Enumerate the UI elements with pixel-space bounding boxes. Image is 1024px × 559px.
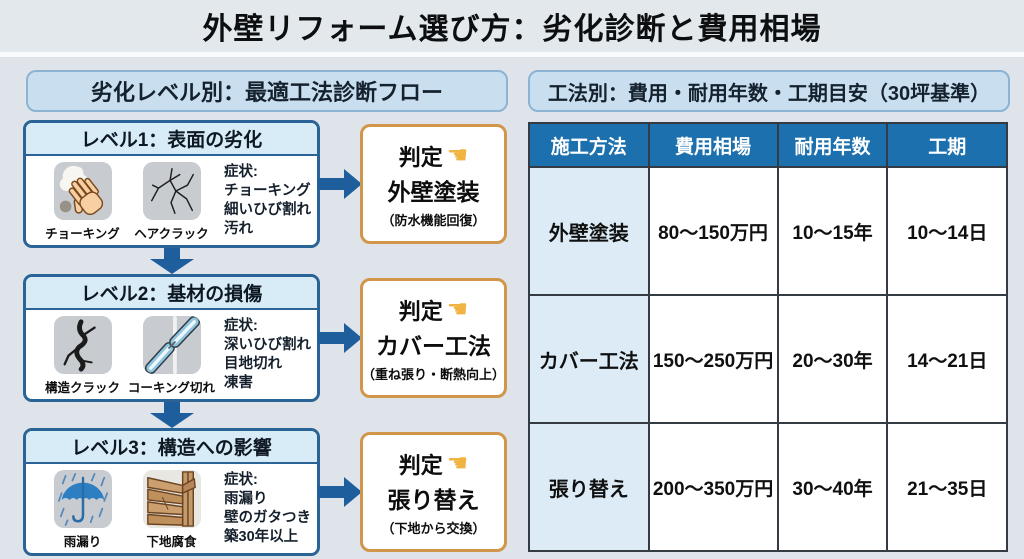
symptom-item: 汚れ [224, 221, 253, 238]
judgment-box-2: 判定 ☚ カバー工法 （重ね張り・断熱向上） [360, 278, 507, 398]
left-panel-header: 劣化レベル別：最適工法診断フロー [26, 70, 508, 112]
symptom-item: 深いひび割れ [224, 337, 311, 354]
pointing-hand-icon: ☚ [446, 449, 469, 477]
table-header-cell: 耐用年数 [776, 122, 889, 168]
symptom-item: 雨漏り [224, 491, 268, 508]
symptom-item: 壁のガタつき [224, 510, 311, 527]
judgment-note: （重ね張り・断熱向上） [362, 366, 506, 382]
icon-caption: チョーキング [45, 227, 120, 241]
methods-table: 施工方法 費用相場 耐用年数 工期 外壁塗装 80～150万円 10～15年 1… [528, 122, 1008, 552]
symptoms-list: 症状: 雨漏り 壁のガタつき 築30年以上 [224, 470, 311, 550]
icon-caption: 下地腐食 [146, 535, 197, 549]
judgment-note: （防水機能回復） [381, 212, 486, 228]
symptom-item: 細いひび割れ [224, 202, 311, 219]
level-title: レベル3：構造への影響 [26, 431, 317, 464]
symptom-item: 築30年以上 [224, 529, 299, 546]
down-arrow-icon [150, 402, 194, 428]
right-arrow-icon [318, 323, 362, 353]
table-row-label: 外壁塗装 [528, 166, 650, 296]
rain-leak-icon [53, 470, 112, 528]
symptoms-list: 症状: 深いひび割れ 目地切れ 凍害 [224, 316, 311, 396]
table-cell: 30～40年 [776, 422, 889, 552]
level-title: レベル1：表面の劣化 [26, 123, 317, 156]
icon-caption: コーキング切れ [127, 381, 216, 395]
level-box-1: レベル1：表面の劣化 [23, 120, 320, 248]
structural-crack-icon [53, 316, 112, 374]
icon-caption: ヘアクラック [134, 227, 209, 241]
symptoms-list: 症状: チョーキング 細いひび割れ 汚れ [224, 162, 311, 242]
table-row: 張り替え 200～350万円 30～40年 21～35日 [528, 422, 1008, 552]
judgment-box-3: 判定 ☚ 張り替え （下地から交換） [360, 432, 507, 552]
chalking-icon [53, 162, 112, 220]
symptom-item: 目地切れ [224, 356, 282, 373]
table-row: 外壁塗装 80～150万円 10～15年 10～14日 [528, 166, 1008, 296]
title-band: 外壁リフォーム選び方：劣化診断と費用相場 [0, 0, 1024, 57]
table-cell: 21～35日 [886, 422, 1008, 552]
table-header-row: 施工方法 費用相場 耐用年数 工期 [528, 122, 1008, 168]
table-row: カバー工法 150～250万円 20～30年 14～21日 [528, 294, 1008, 424]
table-row-label: 張り替え [528, 422, 650, 552]
symptoms-label: 症状: [224, 472, 258, 488]
judgment-label: 判定 [398, 452, 443, 478]
table-header-cell: 費用相場 [647, 122, 779, 168]
judgment-label: 判定 [398, 298, 443, 324]
judgment-method: カバー工法 [376, 332, 491, 359]
right-panel-header: 工法別：費用・耐用年数・工期目安（30坪基準） [528, 70, 1010, 112]
hair-crack-icon [142, 162, 201, 220]
table-cell: 80～150万円 [647, 166, 779, 296]
judgment-label: 判定 [398, 144, 443, 170]
symptom-item: チョーキング [224, 183, 311, 200]
table-cell: 10～14日 [886, 166, 1008, 296]
table-row-label: カバー工法 [528, 294, 650, 424]
judgment-note: （下地から交換） [381, 520, 486, 536]
symptoms-label: 症状: [224, 318, 258, 334]
caulking-failure-icon [142, 316, 201, 374]
page-title: 外壁リフォーム選び方：劣化診断と費用相場 [202, 13, 822, 46]
icon-caption: 雨漏り [63, 535, 102, 549]
level-box-3: レベル3：構造への影響 雨漏り [23, 428, 320, 556]
symptom-item: 凍害 [224, 375, 253, 392]
table-cell: 200～350万円 [647, 422, 779, 552]
pointing-hand-icon: ☚ [446, 141, 469, 169]
level-title: レベル2：基材の損傷 [26, 277, 317, 310]
level-box-2: レベル2：基材の損傷 構造クラック [23, 274, 320, 402]
symptoms-label: 症状: [224, 164, 258, 180]
right-arrow-icon [318, 477, 362, 507]
substrate-rot-icon [142, 470, 201, 528]
right-arrow-icon [318, 169, 362, 199]
table-header-cell: 工期 [886, 122, 1008, 168]
table-cell: 150～250万円 [647, 294, 779, 424]
icon-caption: 構造クラック [44, 381, 120, 395]
table-cell: 14～21日 [886, 294, 1008, 424]
table-header-cell: 施工方法 [528, 122, 650, 168]
table-cell: 20～30年 [776, 294, 889, 424]
table-cell: 10～15年 [776, 166, 889, 296]
down-arrow-icon [150, 248, 194, 274]
judgment-box-1: 判定 ☚ 外壁塗装 （防水機能回復） [360, 124, 507, 244]
judgment-method: 外壁塗装 [387, 178, 480, 205]
judgment-method: 張り替え [387, 486, 480, 513]
pointing-hand-icon: ☚ [446, 295, 469, 323]
